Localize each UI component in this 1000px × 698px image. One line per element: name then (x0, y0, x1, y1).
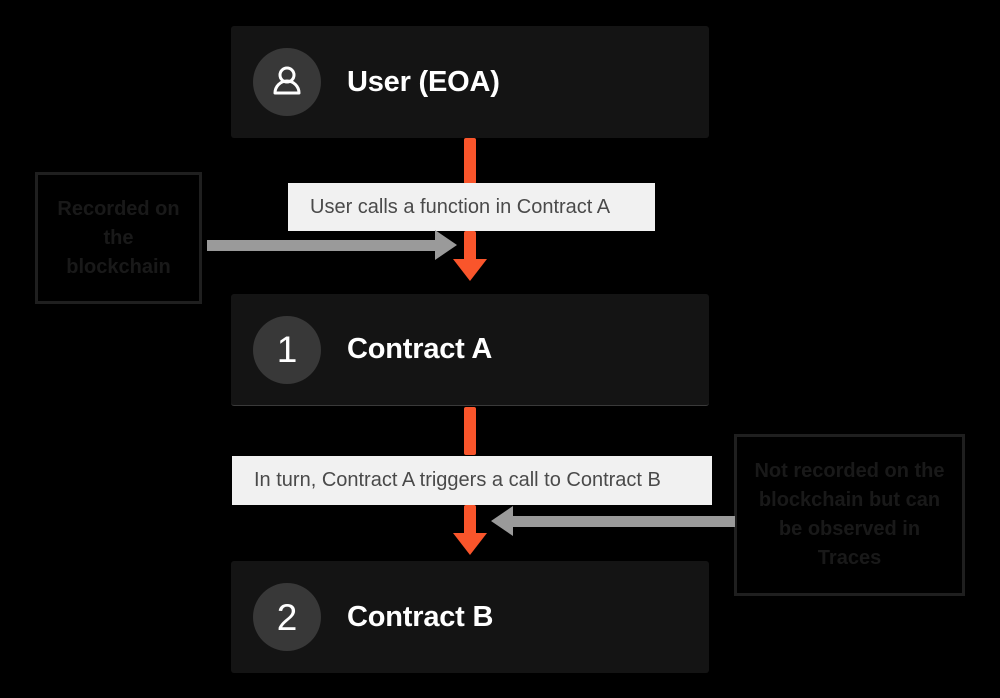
node-contract-a-number: 1 (253, 315, 321, 384)
caption-user-calls-contract-a: User calls a function in Contract A (288, 183, 655, 231)
gray-arrow-right-shaft (513, 516, 735, 527)
orange-connector-segment-upper (464, 231, 476, 261)
node-contract-b-label: Contract B (347, 600, 494, 633)
node-contract-a-label: Contract A (347, 333, 493, 365)
callout-right-text: Not recorded on the blockchain but can b… (754, 460, 945, 569)
callout-not-recorded-traces: Not recorded on the blockchain but can b… (734, 434, 965, 596)
user-icon (253, 48, 321, 116)
node-contract-b-number: 2 (253, 583, 321, 651)
orange-connector-segment-mid (464, 407, 476, 455)
node-user[interactable]: User (EOA) (231, 26, 709, 138)
node-user-label: User (EOA) (347, 65, 500, 98)
callout-recorded-on-blockchain: Recorded on the blockchain (35, 172, 202, 304)
orange-connector-segment-lower (464, 505, 476, 535)
callout-left-text: Recorded on the blockchain (57, 197, 180, 278)
gray-arrow-left-shaft (207, 240, 435, 251)
orange-arrowhead-to-contract-b (453, 533, 487, 555)
node-contract-b[interactable]: 2 Contract B (231, 561, 709, 673)
orange-connector-segment-top (464, 138, 476, 184)
gray-arrowhead-right-icon (435, 230, 457, 260)
orange-arrowhead-to-contract-a (453, 259, 487, 281)
node-contract-a[interactable]: 1 Contract A (231, 294, 709, 406)
gray-arrowhead-left-icon (491, 506, 513, 536)
caption-contract-a-triggers-contract-b: In turn, Contract A triggers a call to C… (232, 456, 712, 505)
